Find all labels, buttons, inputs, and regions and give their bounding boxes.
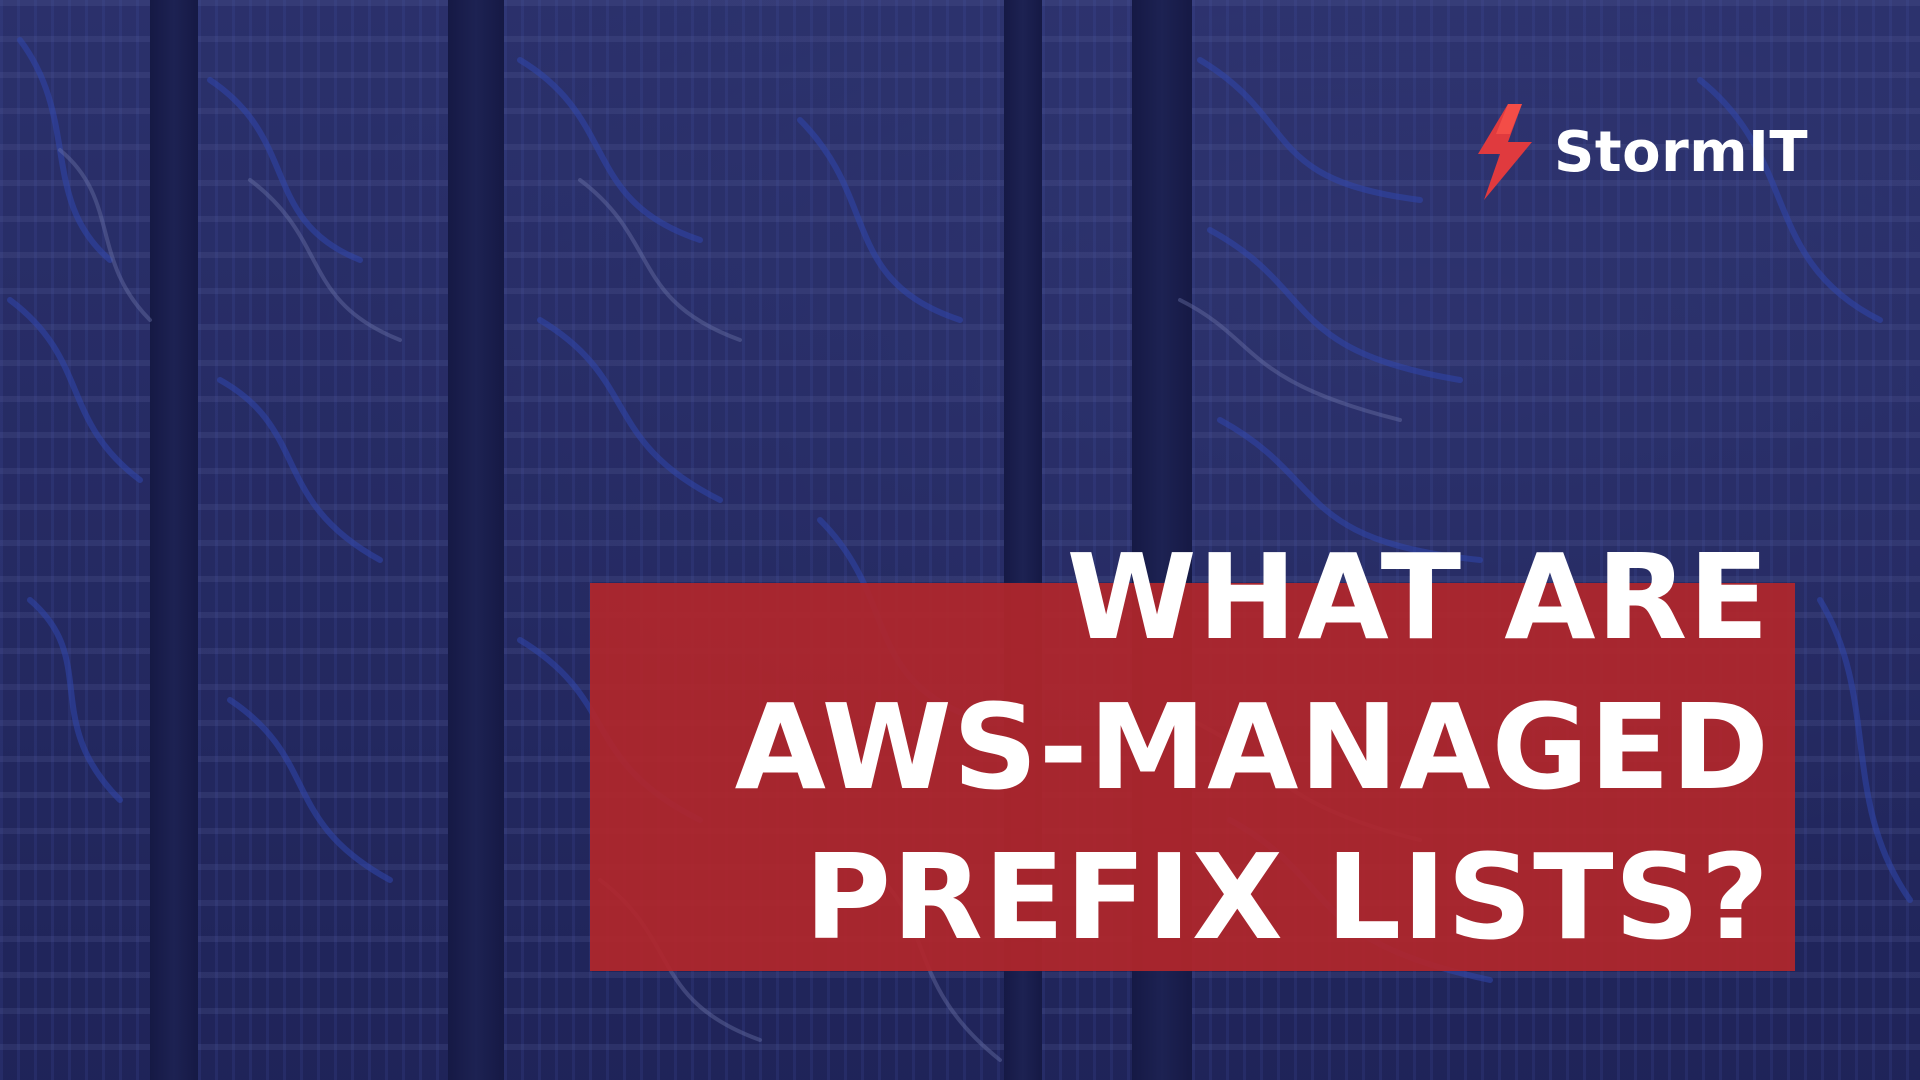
brand-name: StormIT — [1554, 119, 1809, 185]
brand-logo[interactable]: StormIT — [1470, 104, 1808, 200]
headline-line-3: PREFIX LISTS? — [804, 828, 1770, 966]
headline-line-2: AWS-MANAGED — [734, 678, 1770, 816]
headline-highlight-box — [590, 583, 1795, 971]
page-title: WHAT ARE AWS-MANAGED PREFIX LISTS? — [735, 522, 1770, 972]
lightning-bolt-icon — [1478, 104, 1532, 200]
headline-line-1: WHAT ARE — [1066, 528, 1770, 666]
